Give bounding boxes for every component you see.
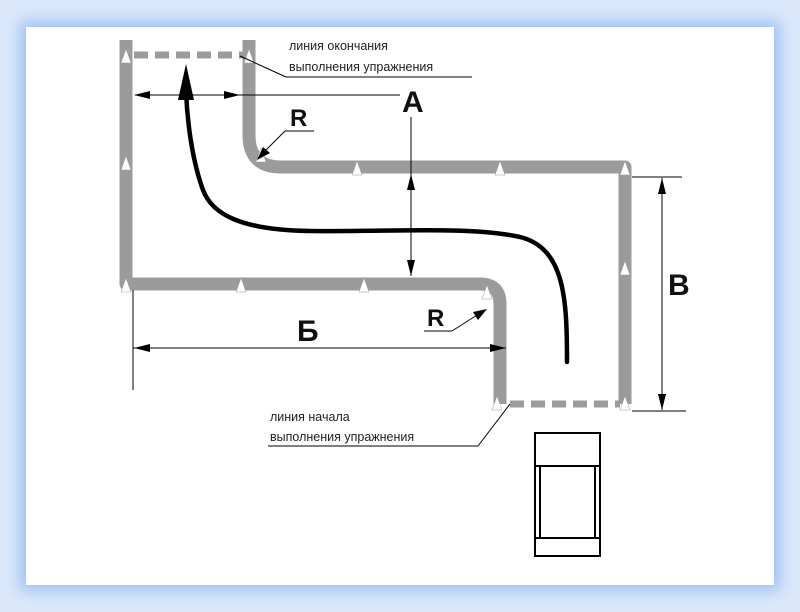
start-line-label-2: выполнения упражнения [270,430,414,444]
dimension-b-arrow-right [490,344,506,352]
outer-left-boundary [119,40,507,404]
cone-icon [491,395,503,411]
cone-icon [235,277,247,293]
dimension-a-label: А [402,86,424,119]
end-line-label-1: линия окончания [289,39,388,53]
radius-bottom-label: R [427,305,444,332]
car-top-view-icon [534,432,601,557]
cone-icon [619,160,631,176]
radius-top-arrow [257,147,270,160]
radius-bottom-arrow [473,309,487,320]
dimension-v-arrow-up [658,178,666,194]
radius-top-label: R [290,105,307,132]
dimension-a-arrow-up [407,174,415,190]
end-line-label-2: выполнения упражнения [289,60,433,74]
cone-icon [120,155,132,171]
end-line-leader [239,55,287,78]
start-line-leader [477,403,511,447]
dimension-a-arrow-right [224,91,240,99]
diagram-panel [26,27,774,585]
arrow-up-icon [178,64,194,100]
cone-icon [358,277,370,293]
cones [120,48,631,411]
cone-icon [481,284,493,300]
cone-icon [120,48,132,64]
dimension-b-label: Б [297,315,319,348]
cone-icon [619,395,631,411]
cone-icon [351,160,363,176]
dimension-b-arrow-left [134,344,150,352]
start-line-label-1: линия начала [270,410,350,424]
cone-icon [619,260,631,276]
cone-icon [494,160,506,176]
dimension-lines [132,55,686,447]
cone-icon [120,277,132,293]
trajectory-line [183,87,570,365]
dimension-a-arrow-down [407,260,415,276]
dimension-v-arrow-down [658,394,666,410]
dimension-v-label: В [668,269,690,302]
dimension-a-arrow-left [134,91,150,99]
